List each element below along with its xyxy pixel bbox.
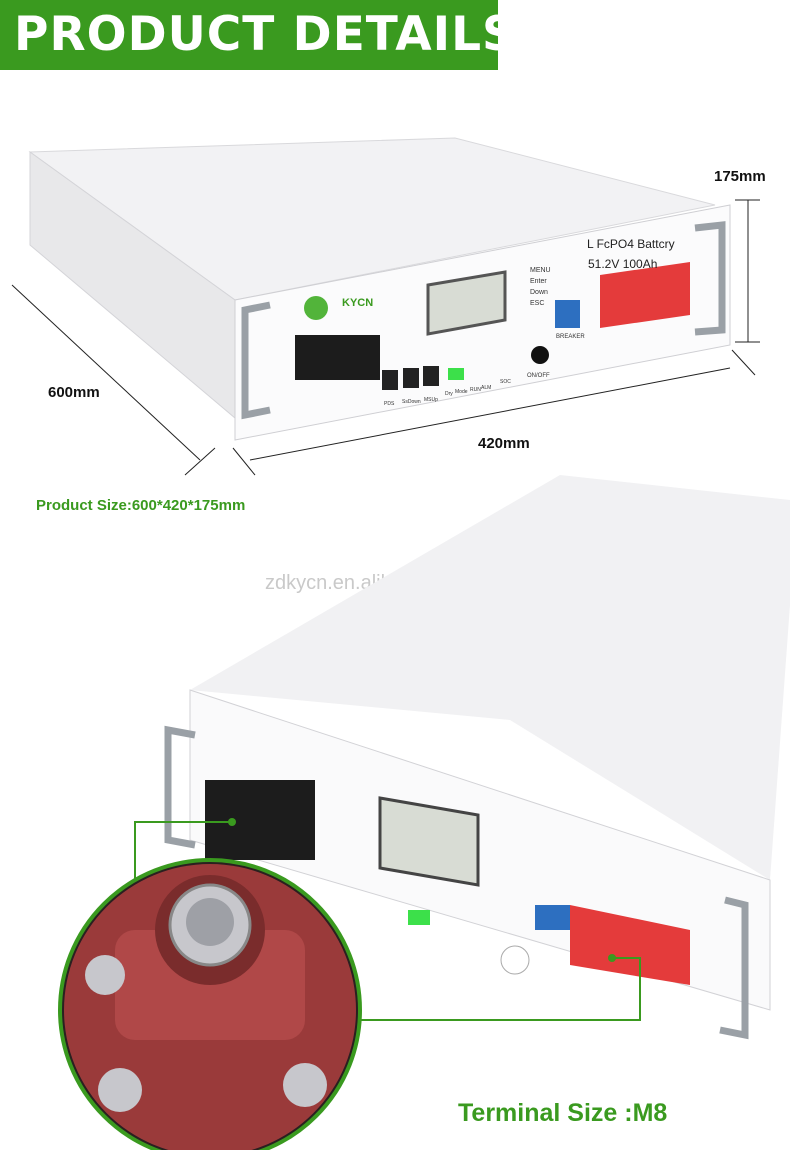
terminal-size: Terminal Size :M8 — [458, 1099, 668, 1127]
panel-brand: KYCN — [342, 297, 373, 309]
banner-title: PRODUCT DETAILS — [14, 7, 517, 62]
menu-key-1: Enter — [530, 278, 547, 285]
power-label: ON/OFF — [527, 373, 550, 379]
panel-rating: 51.2V 100Ah — [588, 257, 657, 271]
depth-label: 600mm — [48, 384, 100, 401]
banner: PRODUCT DETAILS — [0, 0, 790, 78]
menu-key-2: Down — [530, 289, 548, 296]
width-label: 420mm — [478, 435, 530, 452]
menu-key-0: MENU — [530, 267, 551, 274]
indicator-1: Mode — [455, 389, 468, 395]
indicator-4: SOC — [500, 379, 511, 385]
indicator-2: RUN — [470, 387, 481, 393]
breaker-label: BREAKER — [556, 334, 585, 340]
product-size: Product Size:600*420*175mm — [36, 497, 246, 514]
battery-bottom-image — [58, 475, 790, 1150]
height-label: 175mm — [714, 168, 766, 185]
port-1: SsDown — [402, 399, 421, 405]
port-2: MSUp — [424, 397, 438, 403]
port-0: PDS — [384, 401, 395, 407]
indicator-3: ALM — [481, 385, 491, 391]
menu-key-3: ESC — [530, 300, 544, 307]
battery-top-image: L FcPO4 Battcry 51.2V 100Ah KYCN MENU En… — [11, 137, 760, 476]
indicator-0: Dry — [445, 391, 453, 397]
banner-bar — [0, 0, 498, 70]
panel-title: L FcPO4 Battcry — [587, 237, 675, 251]
